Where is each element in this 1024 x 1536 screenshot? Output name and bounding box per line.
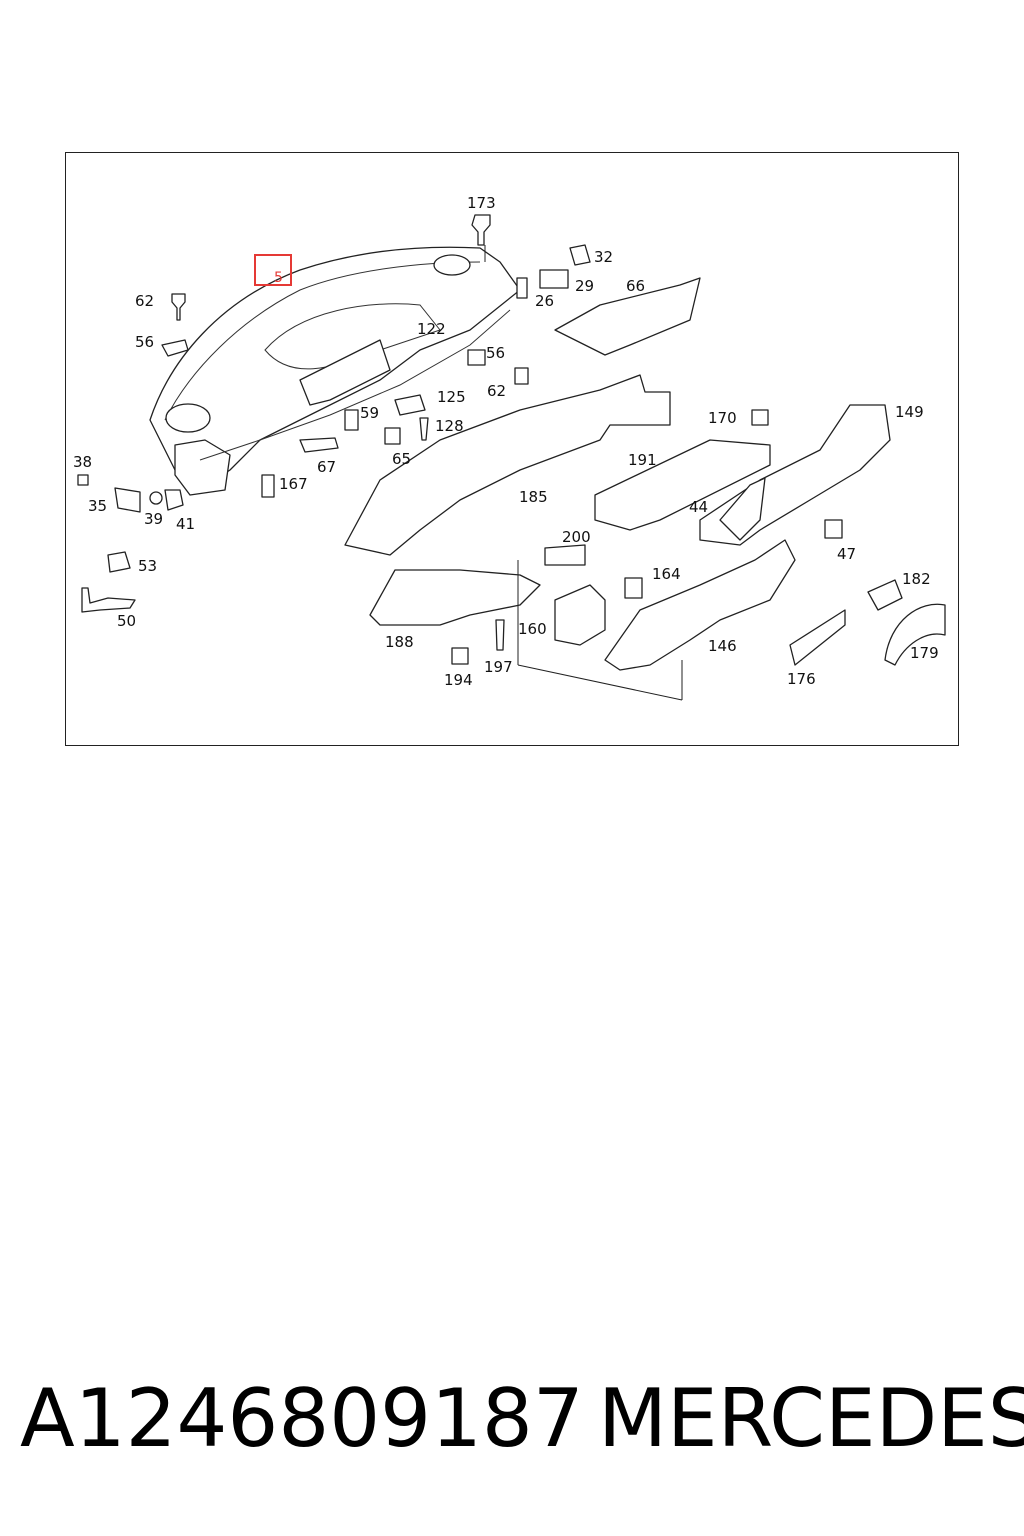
fasteners <box>77 214 843 665</box>
label-170: 170 <box>708 409 737 427</box>
label-62-left: 62 <box>135 292 154 310</box>
label-200: 200 <box>562 528 591 546</box>
duct-44 <box>719 477 766 541</box>
label-185: 185 <box>519 488 548 506</box>
part-number: A1246809187 <box>20 1372 584 1465</box>
label-39: 39 <box>144 510 163 528</box>
label-176: 176 <box>787 670 816 688</box>
label-164: 164 <box>652 565 681 583</box>
highlight-box <box>254 254 292 286</box>
label-160: 160 <box>518 620 547 638</box>
cover-179 <box>884 603 946 666</box>
brand-name: MERCEDES <box>598 1372 1024 1465</box>
label-179: 179 <box>910 644 939 662</box>
label-53: 53 <box>138 557 157 575</box>
label-173: 173 <box>467 194 496 212</box>
bracket-160 <box>554 584 606 646</box>
label-59: 59 <box>360 404 379 422</box>
label-35: 35 <box>88 497 107 515</box>
knee-bolster-146 <box>604 539 796 671</box>
label-26: 26 <box>535 292 554 310</box>
label-56-left: 56 <box>135 333 154 351</box>
label-194: 194 <box>444 671 473 689</box>
bracket-50 <box>81 587 136 613</box>
label-67: 67 <box>317 458 336 476</box>
trim-176 <box>789 609 846 666</box>
label-125: 125 <box>437 388 466 406</box>
label-167: 167 <box>279 475 308 493</box>
label-41: 41 <box>176 515 195 533</box>
label-5-highlighted: 5 <box>274 270 283 286</box>
label-66: 66 <box>626 277 645 295</box>
label-65: 65 <box>392 450 411 468</box>
label-38: 38 <box>73 453 92 471</box>
cover-66 <box>554 277 701 356</box>
label-122: 122 <box>417 320 446 338</box>
label-56-right: 56 <box>486 344 505 362</box>
label-47: 47 <box>837 545 856 563</box>
label-188: 188 <box>385 633 414 651</box>
diagram-frame <box>65 152 959 746</box>
label-32: 32 <box>594 248 613 266</box>
label-146: 146 <box>708 637 737 655</box>
glovebox-188 <box>369 569 541 626</box>
dashboard-panel <box>149 246 521 496</box>
label-29: 29 <box>575 277 594 295</box>
label-197: 197 <box>484 658 513 676</box>
label-128: 128 <box>435 417 464 435</box>
label-182: 182 <box>902 570 931 588</box>
label-149: 149 <box>895 403 924 421</box>
label-44: 44 <box>689 498 708 516</box>
ring-182 <box>867 579 903 611</box>
label-50: 50 <box>117 612 136 630</box>
label-191: 191 <box>628 451 657 469</box>
bracket-191 <box>594 439 771 531</box>
label-62-right: 62 <box>487 382 506 400</box>
leader-lines <box>484 245 683 701</box>
insulation-185 <box>344 374 671 556</box>
